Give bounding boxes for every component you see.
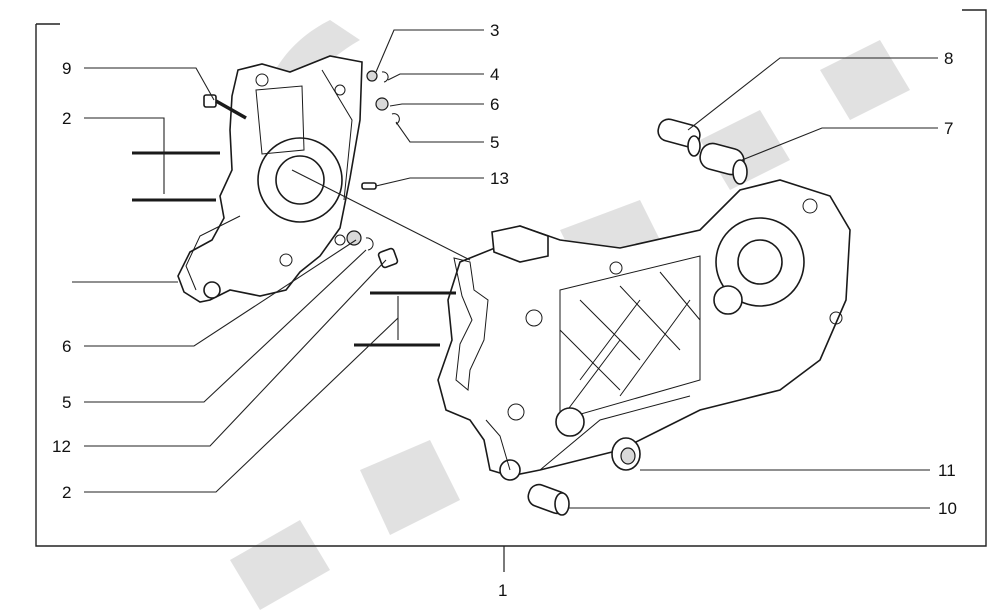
diagram-frame [35, 9, 987, 572]
stud-bolts-upper [132, 151, 220, 202]
crankcase-gasket [453, 257, 489, 391]
bushing-7 [699, 142, 748, 185]
callout-3: 3 [490, 21, 499, 40]
left-crankcase-half [177, 55, 363, 303]
callout-12: 12 [52, 437, 71, 456]
bushing-8 [657, 118, 701, 157]
callout-5-left: 5 [62, 393, 71, 412]
callout-11: 11 [938, 461, 956, 480]
callout-2-lower: 2 [62, 483, 71, 502]
callout-13: 13 [490, 169, 509, 188]
callout-4: 4 [490, 65, 499, 84]
callout-9: 9 [62, 59, 71, 78]
leader-lines [72, 29, 938, 509]
stud-bolts-lower [354, 291, 456, 347]
callout-2-upper: 2 [62, 109, 71, 128]
bearing-11 [611, 437, 641, 471]
callout-1: 1 [498, 581, 507, 600]
small-fasteners-top [366, 70, 400, 125]
callout-6-left: 6 [62, 337, 71, 356]
callout-7: 7 [944, 119, 953, 138]
callout-5-right: 5 [490, 133, 499, 152]
bushing-10 [527, 483, 570, 516]
callout-8: 8 [944, 49, 953, 68]
callout-10: 10 [938, 499, 957, 518]
callout-6-right: 6 [490, 95, 499, 114]
right-crankcase-half [437, 179, 851, 481]
callout-labels: 9 2 6 5 12 2 3 4 6 5 13 8 7 11 10 1 [52, 21, 957, 600]
small-fasteners-left [346, 230, 399, 269]
dowel-pin [361, 182, 377, 190]
